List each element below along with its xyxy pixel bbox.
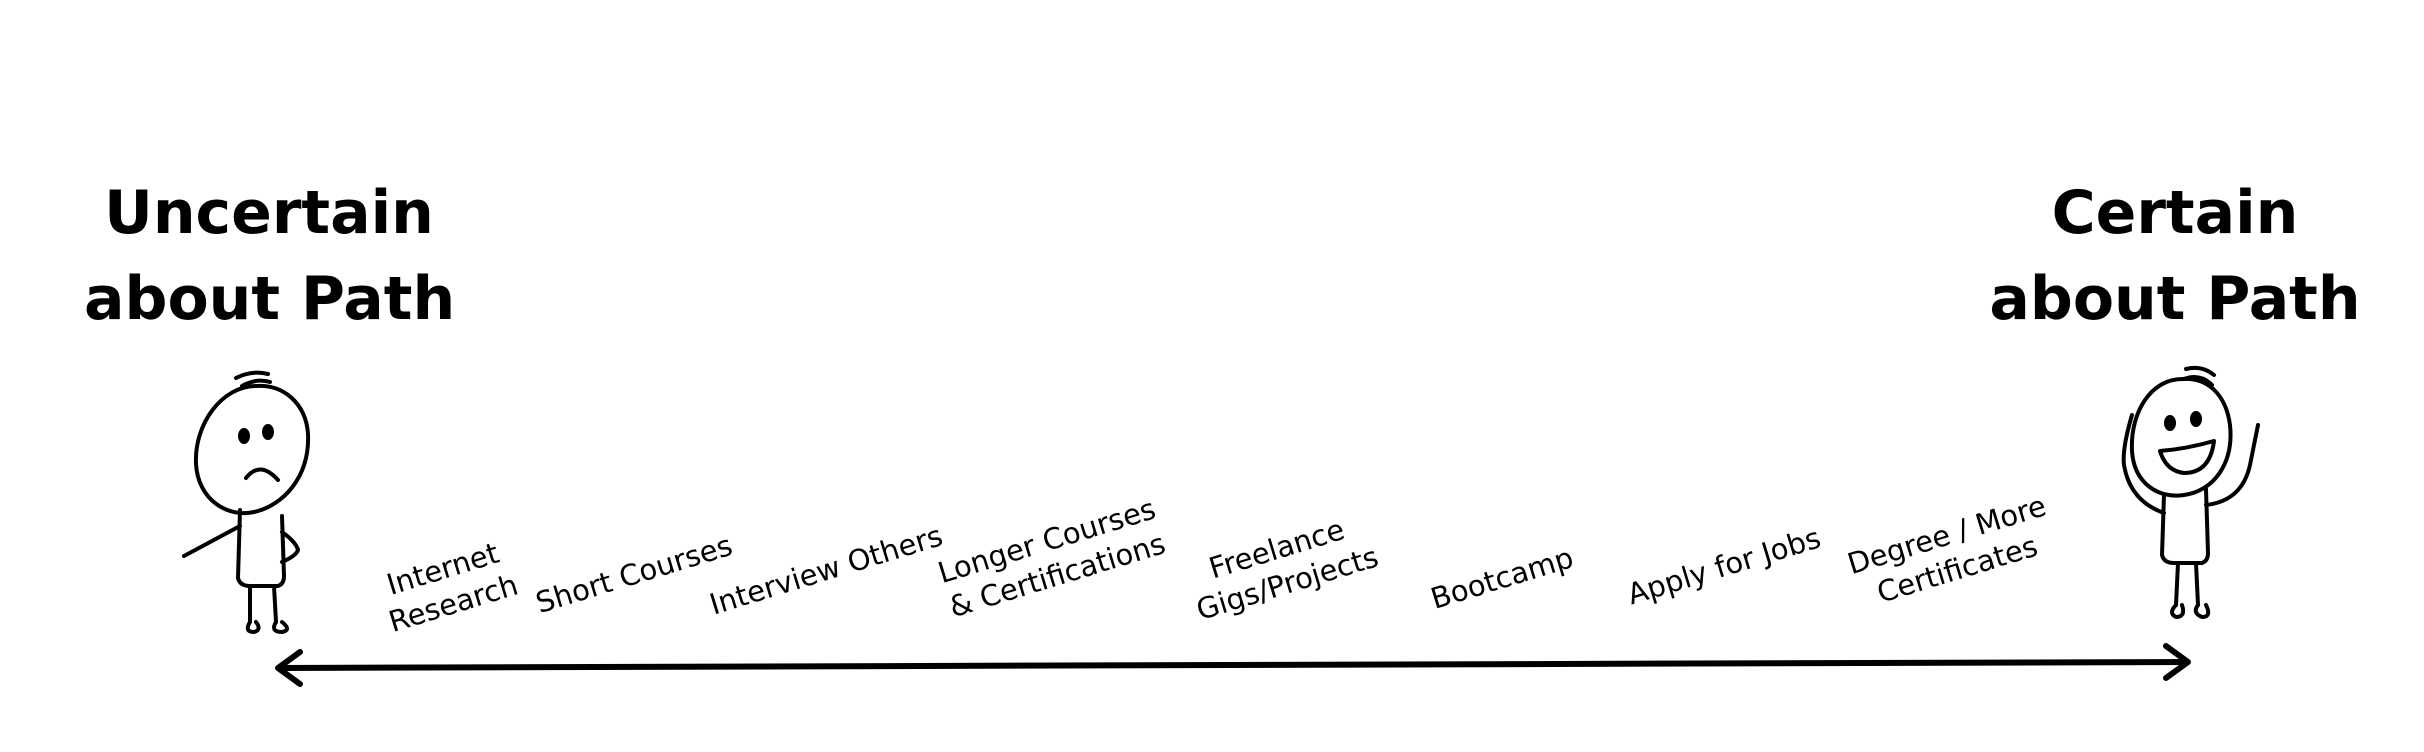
sad-stick-figure-icon bbox=[182, 370, 311, 634]
uncertain-heading-line-1: Uncertain bbox=[104, 178, 434, 248]
uncertain-heading: Uncertain about Path bbox=[84, 170, 456, 342]
happy-stick-figure-icon bbox=[2121, 365, 2260, 619]
certain-heading: Certain about Path bbox=[1985, 170, 2365, 342]
uncertain-heading-line-2: about Path bbox=[84, 264, 456, 334]
certain-heading-line-1: Certain bbox=[2051, 178, 2299, 248]
certain-heading-line-2: about Path bbox=[1989, 264, 2361, 334]
